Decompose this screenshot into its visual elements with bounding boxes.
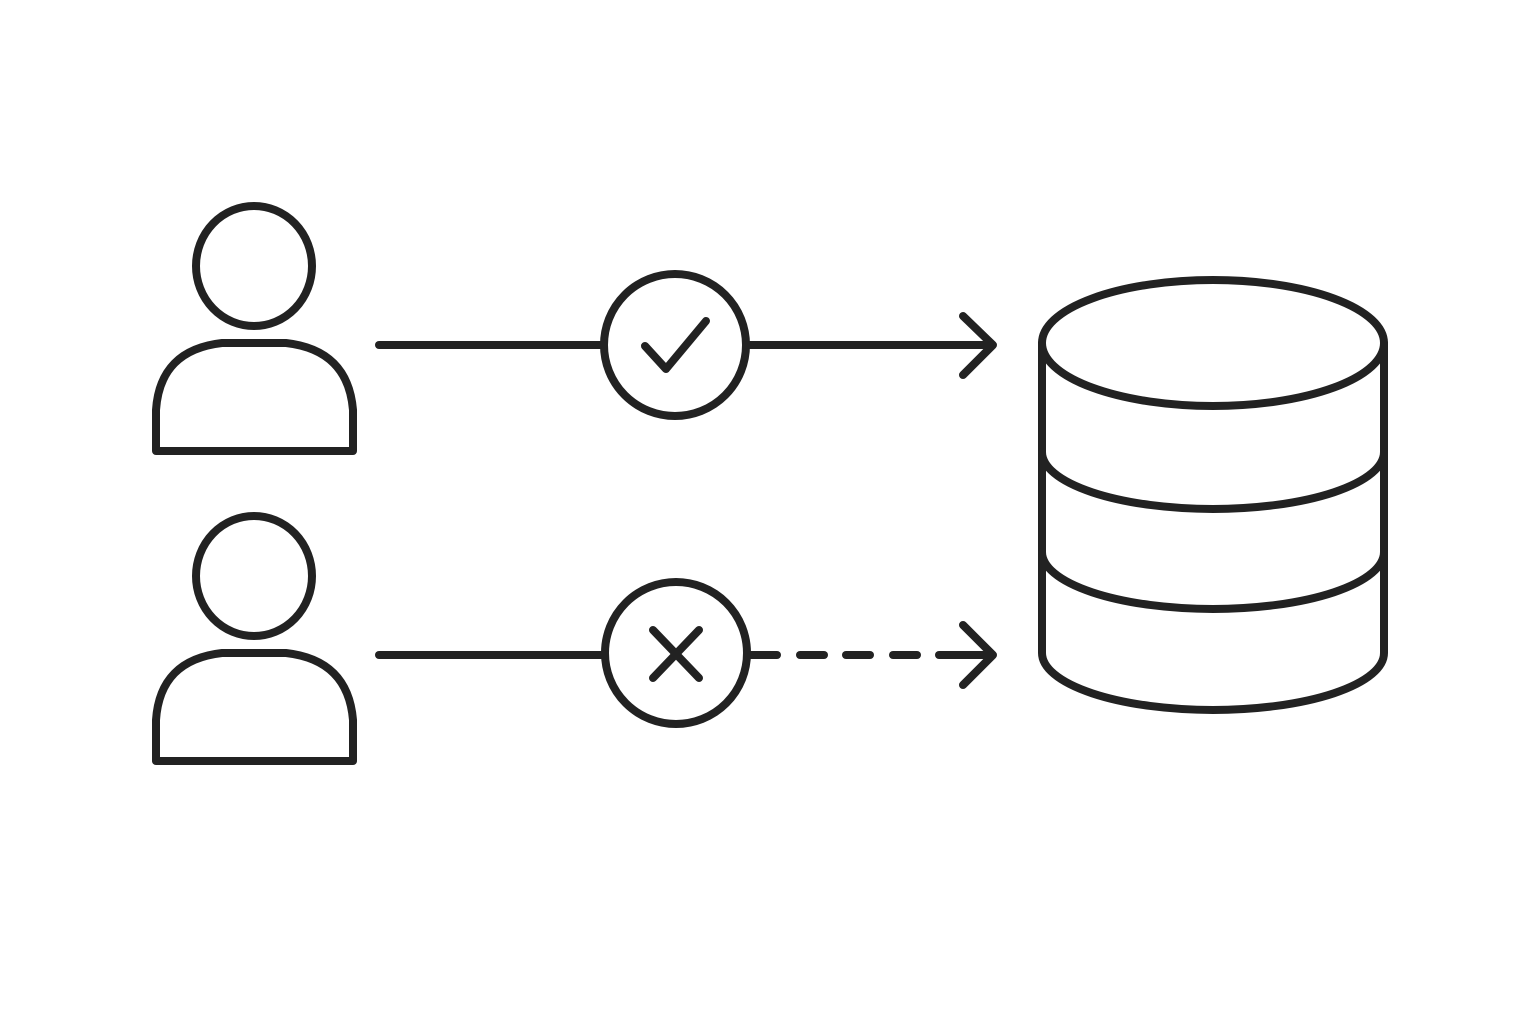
check-circle-icon bbox=[600, 270, 750, 420]
user-head bbox=[192, 512, 316, 640]
database-tier-divider-1 bbox=[1038, 448, 1388, 513]
x-circle-icon bbox=[601, 578, 751, 728]
x-mark-stroke-2 bbox=[649, 626, 703, 682]
flow-allowed bbox=[152, 202, 997, 455]
flow-denied bbox=[152, 512, 997, 765]
user-icon bbox=[152, 512, 357, 765]
database-top bbox=[1038, 276, 1388, 410]
user-body bbox=[152, 649, 357, 765]
database-icon bbox=[1038, 276, 1388, 714]
status-circle-allowed bbox=[600, 270, 750, 420]
arrow-head-allowed bbox=[959, 312, 997, 379]
user-body bbox=[152, 339, 357, 455]
database-outline bbox=[1038, 339, 1388, 714]
check-mark bbox=[641, 317, 710, 373]
arrow-head-denied bbox=[959, 621, 997, 689]
user-icon bbox=[152, 202, 357, 455]
status-circle-denied bbox=[601, 578, 751, 728]
database-tier-divider-2 bbox=[1038, 548, 1388, 613]
user-head bbox=[192, 202, 316, 330]
